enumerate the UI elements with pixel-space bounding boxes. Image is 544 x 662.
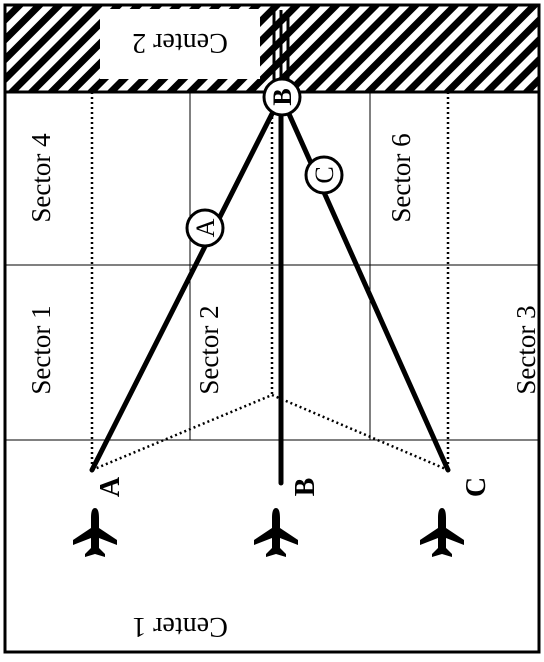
route-marker-b: B bbox=[262, 77, 302, 117]
route-marker-c: C bbox=[304, 155, 344, 195]
sector-1-label: Sector 1 bbox=[26, 305, 56, 394]
sector-6-label: Sector 6 bbox=[386, 133, 416, 222]
sector-3-label: Sector 3 bbox=[511, 305, 541, 394]
center-1-label: Center 1 bbox=[132, 611, 228, 642]
airplane-icon bbox=[420, 508, 464, 557]
route-c bbox=[278, 93, 451, 473]
sector-4-label: Sector 4 bbox=[26, 133, 56, 223]
routes bbox=[89, 93, 451, 486]
svg-text:A: A bbox=[191, 218, 220, 237]
aircraft-c-label: C bbox=[461, 477, 492, 497]
sector-grid bbox=[5, 92, 539, 441]
aircraft-a-label: A bbox=[95, 476, 126, 497]
sector-2-label: Sector 2 bbox=[194, 305, 224, 394]
dotted-boundaries bbox=[90, 92, 450, 472]
airplane-icon bbox=[73, 508, 117, 557]
aircraft-b-label: B bbox=[290, 478, 321, 497]
airplane-icon bbox=[254, 508, 298, 557]
center-2-region: Center 2 bbox=[5, 5, 539, 92]
svg-text:C: C bbox=[310, 166, 339, 183]
svg-text:B: B bbox=[268, 88, 297, 105]
outer-boundary bbox=[3, 3, 541, 654]
route-a bbox=[89, 93, 284, 473]
center-2-label: Center 2 bbox=[132, 27, 228, 58]
route-marker-a: A bbox=[185, 208, 225, 248]
